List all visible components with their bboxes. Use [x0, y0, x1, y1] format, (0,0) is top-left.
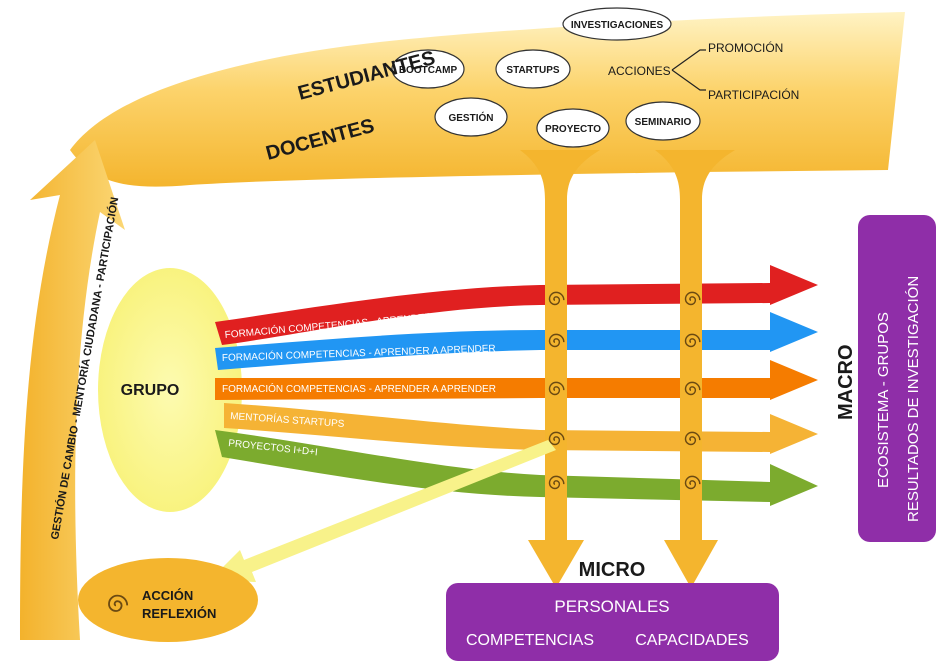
macro-box-line-2: RESULTADOS DE INVESTIGACIÓN	[905, 276, 922, 522]
feedback-arrow	[210, 440, 556, 582]
micro-label: MICRO	[579, 559, 646, 581]
grupo-label: GRUPO	[121, 382, 180, 399]
acciones-bracket	[671, 49, 706, 91]
vertical-arrow-left	[520, 150, 600, 588]
bubble-bootcamp	[391, 49, 465, 89]
accion-label: ACCIÓN	[142, 588, 193, 603]
stream-arrow-red	[215, 265, 818, 345]
macro-box-line-1: ECOSISTEMA - GRUPOS	[875, 312, 892, 488]
left-curved-arrow	[20, 140, 125, 640]
bubble-investigaciones	[562, 7, 672, 41]
bubble-startups	[495, 49, 571, 89]
vertical-arrow-right	[655, 150, 735, 588]
stream-arrow-orange	[215, 360, 818, 400]
bubble-seminario	[625, 101, 701, 141]
bubble-startups-label: STARTUPS	[506, 65, 559, 76]
micro-box-title: PERSONALES	[554, 597, 669, 616]
stream-arrow-blue	[215, 312, 818, 370]
stream-arrow-yellow	[224, 403, 818, 454]
stream-label-orange: FORMACIÓN COMPETENCIAS - APRENDER A APRE…	[222, 382, 496, 395]
micro-box	[446, 583, 779, 661]
micro-box-right: CAPACIDADES	[635, 632, 749, 649]
micro-box-left: COMPETENCIAS	[466, 632, 594, 649]
top-banner	[70, 12, 905, 187]
reflexion-label: REFLEXIÓN	[142, 606, 216, 621]
participacion-label: PARTICIPACIÓN	[708, 87, 799, 102]
bubble-proyecto-label: PROYECTO	[545, 124, 601, 135]
acciones-label: ACCIONES	[608, 64, 671, 78]
bubble-proyecto	[536, 108, 610, 148]
accion-reflexion-ellipse	[78, 558, 258, 642]
stream-arrow-green	[215, 430, 818, 506]
stream-arrows	[215, 265, 818, 506]
vertical-arrows	[520, 150, 735, 588]
bubble-gestion	[434, 97, 508, 137]
macro-box	[858, 215, 936, 542]
macro-label: MACRO	[835, 344, 857, 420]
bubbles	[391, 7, 701, 148]
bubble-seminario-label: SEMINARIO	[635, 117, 692, 128]
grupo-ellipse	[98, 268, 242, 512]
bubble-investigaciones-label: INVESTIGACIONES	[571, 20, 664, 31]
promocion-label: PROMOCIÓN	[708, 40, 783, 55]
bubble-gestion-label: GESTIÓN	[448, 111, 493, 124]
bubble-bootcamp-label: BOOTCAMP	[399, 65, 458, 76]
